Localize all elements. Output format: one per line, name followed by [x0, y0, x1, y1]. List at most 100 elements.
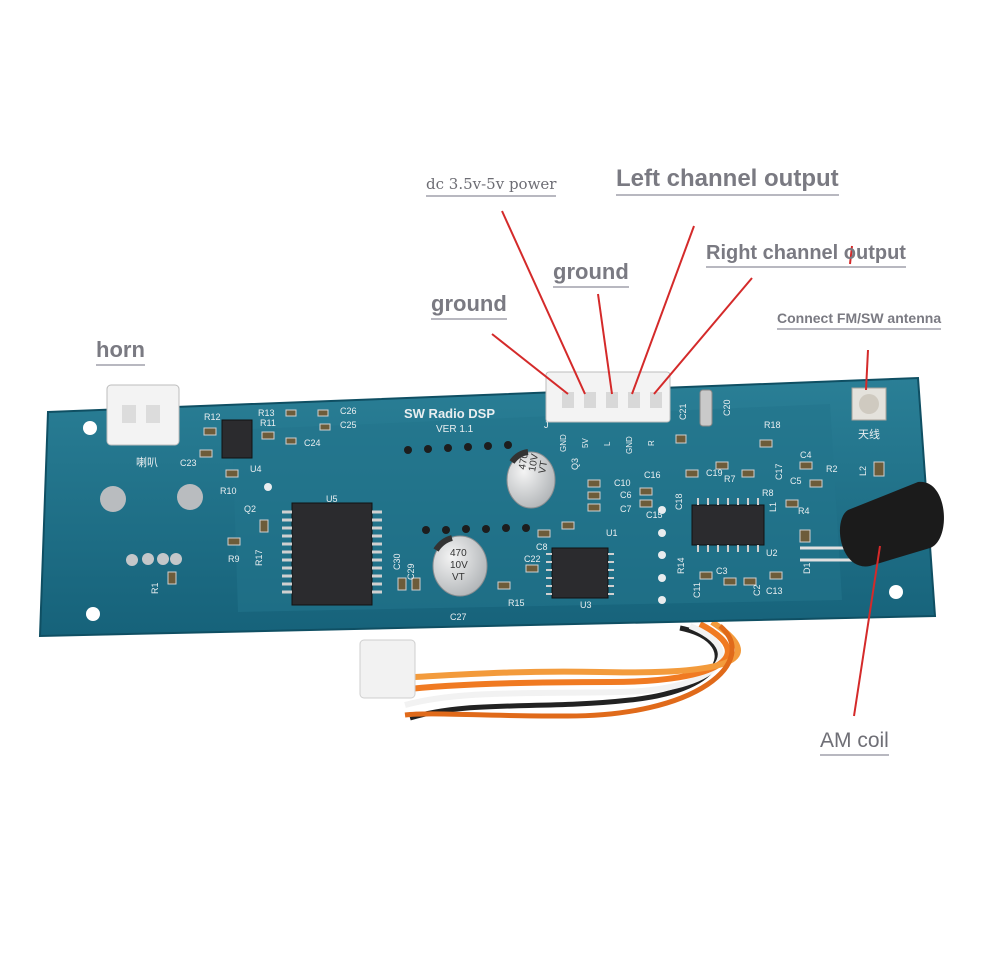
- svg-text:J: J: [544, 420, 549, 430]
- solder-points: [100, 484, 203, 566]
- board-version: VER 1.1: [436, 424, 474, 435]
- svg-text:C29: C29: [406, 563, 416, 580]
- svg-text:C13: C13: [766, 586, 783, 596]
- am-coil: [800, 481, 944, 567]
- svg-text:L: L: [603, 441, 612, 446]
- svg-text:C15: C15: [646, 510, 663, 520]
- svg-text:GND: GND: [559, 434, 568, 452]
- svg-text:R14: R14: [676, 557, 686, 574]
- label-am-coil: AM coil: [820, 730, 889, 756]
- svg-text:C4: C4: [800, 450, 812, 460]
- label-tick: [849, 245, 853, 265]
- svg-text:C25: C25: [340, 420, 357, 430]
- label-antenna: Connect FM/SW antenna: [777, 311, 942, 330]
- silkscreen-labels: R12 R13 R11 C26 C25 C24 C23 U4 R10 Q2 R9…: [150, 399, 868, 622]
- leader-left-output: [631, 225, 695, 395]
- svg-text:R13: R13: [258, 408, 275, 418]
- label-ground-2: ground: [553, 261, 629, 288]
- svg-text:C21: C21: [678, 403, 688, 420]
- svg-text:C23: C23: [180, 458, 197, 468]
- svg-text:Q2: Q2: [244, 504, 256, 514]
- svg-text:R17: R17: [254, 549, 264, 566]
- svg-text:C2: C2: [752, 584, 762, 596]
- svg-text:R18: R18: [764, 420, 781, 430]
- svg-text:C17: C17: [774, 463, 784, 480]
- svg-text:C18: C18: [674, 493, 684, 510]
- svg-text:R2: R2: [826, 464, 838, 474]
- label-dc-power: dc 3.5v-5v power: [426, 177, 557, 197]
- svg-text:R12: R12: [204, 412, 221, 422]
- label-left-channel-output: Left channel output: [616, 167, 839, 196]
- main-connector: [545, 371, 671, 423]
- antenna-cn-label: 天线: [858, 427, 880, 441]
- leader-right-output: [653, 277, 753, 395]
- svg-text:R7: R7: [724, 474, 736, 484]
- board-title: SW Radio DSP: [404, 406, 495, 421]
- svg-text:U1: U1: [606, 528, 618, 538]
- svg-text:C22: C22: [524, 554, 541, 564]
- svg-text:R15: R15: [508, 598, 525, 608]
- svg-text:C30: C30: [392, 553, 402, 570]
- svg-text:U3: U3: [580, 600, 592, 610]
- svg-text:Q3: Q3: [570, 458, 580, 470]
- smd-components: [167, 409, 885, 591]
- leader-ground-2: [597, 293, 613, 395]
- svg-text:10V: 10V: [527, 453, 541, 473]
- leader-am-coil: [853, 545, 881, 717]
- capacitor-large-1: 470 10V VT: [506, 449, 556, 509]
- svg-text:R11: R11: [260, 418, 276, 428]
- antenna-pad: [851, 387, 887, 421]
- crystal-oscillator: [699, 389, 713, 427]
- ic-u2: [691, 498, 765, 552]
- header-holes: [404, 441, 530, 534]
- svg-text:U2: U2: [766, 548, 778, 558]
- svg-text:U5: U5: [326, 494, 338, 504]
- svg-text:R9: R9: [228, 554, 240, 564]
- speaker-cn-label: 喇叭: [136, 455, 158, 469]
- svg-text:R4: R4: [798, 506, 810, 516]
- svg-text:C24: C24: [304, 438, 321, 448]
- leader-dc-power: [501, 210, 586, 395]
- svg-text:U4: U4: [250, 464, 262, 474]
- svg-text:C7: C7: [620, 504, 632, 514]
- svg-text:C16: C16: [644, 470, 661, 480]
- label-horn: horn: [96, 339, 145, 366]
- ic-u5: [282, 502, 382, 606]
- svg-text:C10: C10: [614, 478, 631, 488]
- label-ground-1: ground: [431, 293, 507, 320]
- svg-text:C26: C26: [340, 406, 357, 416]
- ic-u4: [221, 419, 253, 459]
- svg-text:R8: R8: [762, 488, 774, 498]
- svg-text:VT: VT: [452, 572, 465, 583]
- svg-text:L2: L2: [858, 466, 868, 476]
- svg-text:R1: R1: [150, 582, 160, 594]
- svg-text:C19: C19: [706, 468, 723, 478]
- svg-text:VT: VT: [537, 460, 550, 474]
- wire-bundle: [359, 619, 741, 721]
- svg-text:R10: R10: [220, 486, 237, 496]
- svg-text:C27: C27: [450, 612, 467, 622]
- capacitor-large-2: 470 10V VT: [432, 535, 488, 597]
- svg-text:10V: 10V: [450, 560, 468, 571]
- leader-ground-1: [491, 333, 569, 395]
- svg-text:C20: C20: [722, 399, 732, 416]
- svg-text:C8: C8: [536, 542, 548, 552]
- svg-text:D1: D1: [802, 562, 812, 574]
- svg-text:C11: C11: [692, 582, 702, 598]
- svg-text:470: 470: [450, 548, 467, 559]
- svg-text:C6: C6: [620, 490, 632, 500]
- leader-antenna: [865, 349, 869, 391]
- leader-lines: [491, 210, 881, 717]
- svg-text:C3: C3: [716, 566, 728, 576]
- label-right-channel-output: Right channel output: [706, 243, 906, 268]
- ic-u3: [546, 547, 614, 599]
- svg-text:470: 470: [517, 452, 531, 471]
- test-pads: [264, 483, 666, 604]
- svg-text:C5: C5: [790, 476, 802, 486]
- svg-text:GND: GND: [625, 436, 634, 454]
- svg-text:R: R: [647, 440, 656, 446]
- speaker-connector: [106, 384, 180, 446]
- svg-text:5V: 5V: [581, 438, 590, 448]
- svg-text:L1: L1: [768, 502, 778, 512]
